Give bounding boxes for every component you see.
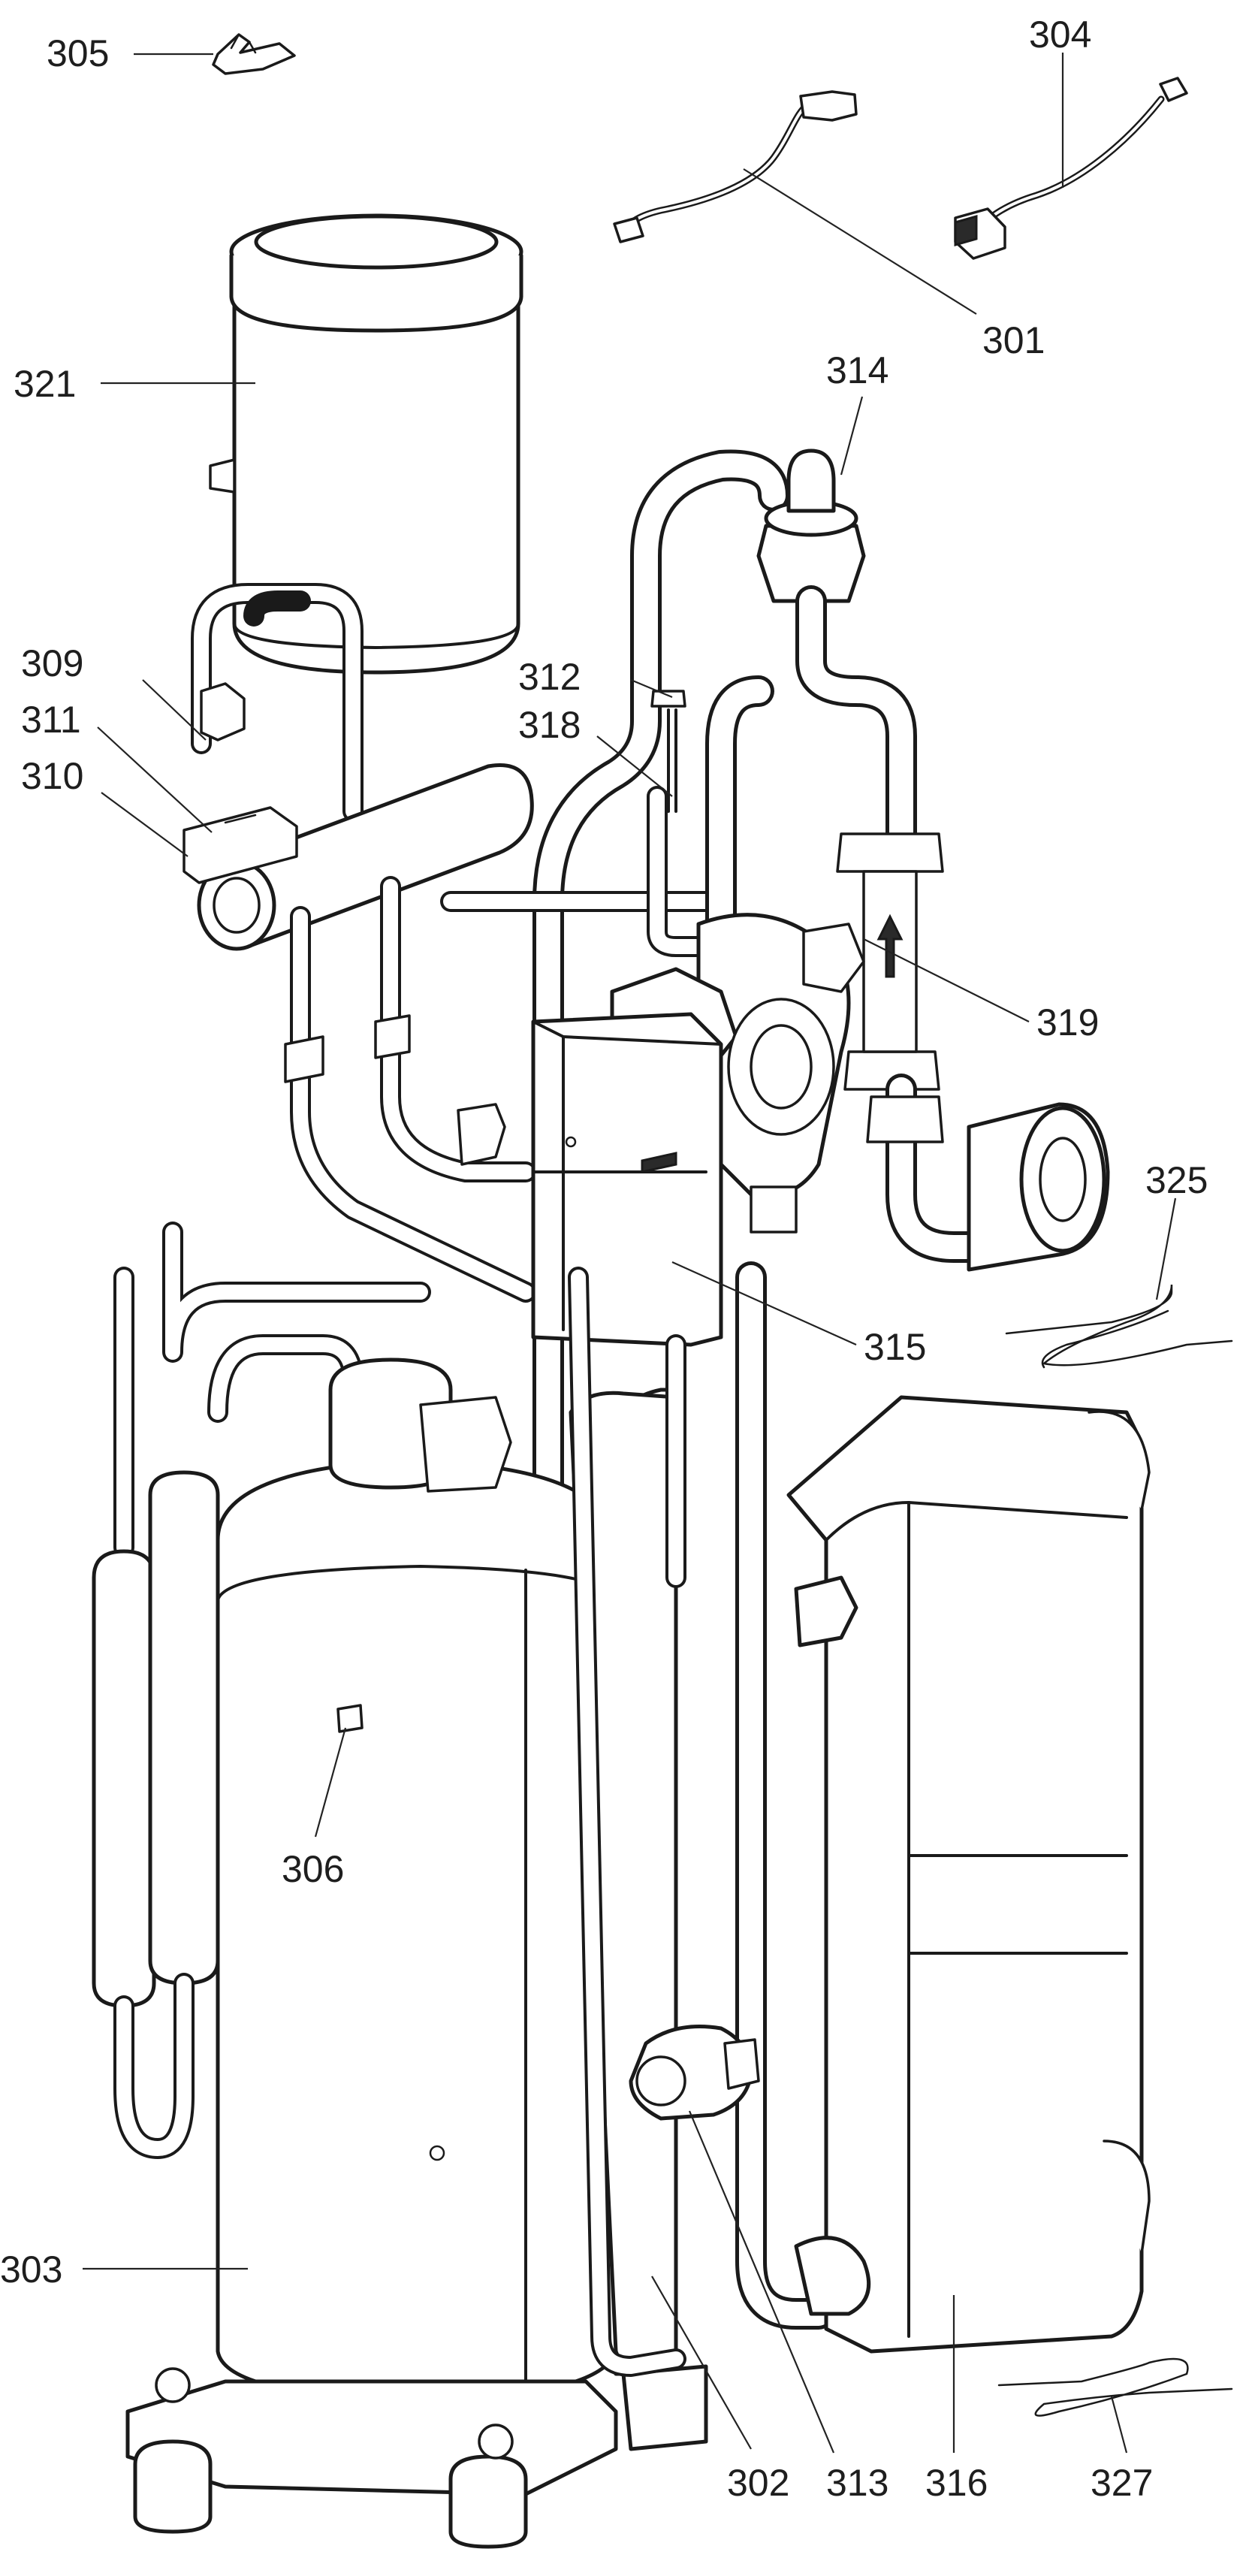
outlet-elbow	[866, 1074, 1110, 1272]
callout-309: 309	[21, 642, 83, 684]
callout-313: 313	[826, 2462, 888, 2504]
leader-314	[840, 396, 864, 476]
leader-306	[314, 1727, 347, 1838]
callout-318: 318	[518, 704, 581, 746]
leader-325	[1155, 1197, 1177, 1300]
leader-310	[101, 792, 189, 857]
part-301-cable	[613, 90, 858, 243]
callout-labels: 305 304 301 321 314 309 312 318 311 310 …	[0, 14, 1208, 2504]
assembly-drawing	[92, 33, 1233, 2549]
callout-311: 311	[21, 699, 81, 741]
leader-315	[671, 1261, 857, 1346]
callout-315: 315	[864, 1326, 926, 1368]
leader-327	[1110, 2396, 1128, 2454]
callout-310: 310	[21, 755, 83, 797]
leader-318	[596, 735, 673, 797]
part-305-clip	[212, 33, 296, 75]
part-327-wire	[997, 2357, 1233, 2417]
callout-321: 321	[14, 363, 76, 405]
part-304-cable	[954, 77, 1188, 260]
part-312-318-sensors	[647, 690, 717, 957]
part-310-horizontal-cylinder	[183, 763, 534, 951]
callout-312: 312	[518, 656, 581, 698]
callout-302: 302	[727, 2462, 789, 2504]
upper-left-pipes	[191, 583, 364, 822]
part-316-heat-exchanger	[786, 1395, 1151, 2354]
leader-301	[743, 168, 977, 315]
part-314-vent-valve	[705, 448, 944, 1091]
central-pipes	[162, 449, 789, 2239]
part-302-tank	[568, 1267, 708, 2451]
callout-304: 304	[1029, 14, 1091, 56]
leader-311	[97, 726, 213, 833]
callout-314: 314	[826, 349, 888, 391]
leader-lines	[83, 53, 1177, 2454]
callout-325: 325	[1145, 1159, 1208, 1201]
part-315-control-box	[531, 1012, 723, 1347]
exchanger-feed-pipes	[665, 1261, 834, 2330]
part-325-wire	[1005, 1284, 1233, 1369]
part-321-cylinder	[209, 213, 523, 675]
leader-312	[630, 678, 673, 699]
callout-306: 306	[282, 1848, 344, 1890]
callout-327: 327	[1091, 2462, 1153, 2504]
leader-309	[142, 679, 207, 741]
left-accumulator	[92, 1267, 220, 2159]
leader-319	[863, 938, 1030, 1022]
callout-301: 301	[982, 319, 1045, 361]
callout-319: 319	[1036, 1001, 1099, 1043]
part-313-valve	[629, 2025, 760, 2121]
callout-303: 303	[0, 2248, 62, 2291]
leader-313	[688, 2110, 835, 2454]
callout-305: 305	[47, 32, 109, 74]
callout-316: 316	[925, 2462, 988, 2504]
part-303-compressor	[125, 1357, 618, 2549]
leader-302	[651, 2276, 752, 2450]
